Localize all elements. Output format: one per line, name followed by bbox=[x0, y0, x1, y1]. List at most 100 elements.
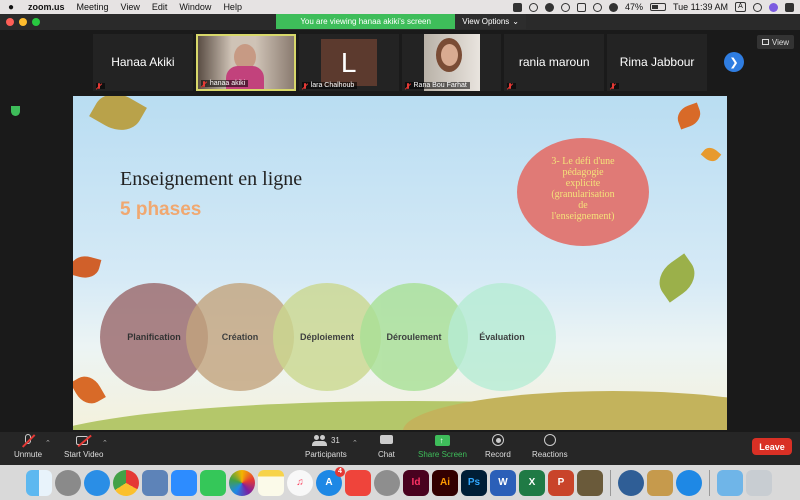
macos-menu-bar: ● zoom.us Meeting View Edit Window Help … bbox=[0, 0, 800, 14]
notes-icon[interactable] bbox=[258, 469, 284, 496]
phase-label: Évaluation bbox=[479, 332, 525, 342]
launchpad-icon[interactable] bbox=[55, 469, 81, 496]
battery-icon[interactable] bbox=[649, 3, 666, 11]
indesign-icon[interactable]: Id bbox=[403, 469, 429, 496]
participant-tile[interactable]: Rana Bou Farhat bbox=[401, 34, 502, 91]
participant-tile[interactable]: Hanaa Akiki bbox=[93, 34, 193, 91]
photoshop-icon[interactable]: Ps bbox=[461, 469, 487, 496]
grid-view-icon bbox=[761, 39, 769, 45]
participants-label: Participants bbox=[305, 450, 347, 459]
autumn-leaf-decoration bbox=[73, 371, 106, 409]
photos-icon[interactable] bbox=[229, 469, 255, 496]
meeting-toolbar: Unmute ⌃ Start Video ⌃ 31 Participants ⌃ bbox=[0, 432, 800, 465]
phase-circle-evaluation: Évaluation bbox=[448, 283, 556, 391]
apple-menu-icon[interactable]: ● bbox=[7, 1, 15, 13]
menu-view[interactable]: View bbox=[120, 2, 140, 12]
accessibility-icon[interactable] bbox=[676, 469, 702, 496]
participants-options-chevron-icon[interactable]: ⌃ bbox=[352, 440, 358, 447]
menu-edit[interactable]: Edit bbox=[151, 2, 168, 12]
finder-icon[interactable] bbox=[26, 469, 52, 496]
notification-center-icon[interactable] bbox=[785, 2, 794, 12]
music-icon[interactable]: ♫ bbox=[287, 469, 313, 496]
unmute-label: Unmute bbox=[14, 450, 43, 459]
encryption-shield-icon[interactable] bbox=[11, 106, 20, 116]
view-options-label: View Options bbox=[462, 17, 510, 26]
time-machine-icon[interactable] bbox=[560, 2, 570, 12]
clock[interactable]: Tue 11:39 AM bbox=[672, 2, 728, 12]
airplay-icon[interactable] bbox=[576, 2, 586, 12]
start-video-button[interactable]: Start Video bbox=[64, 434, 103, 459]
wifi-icon[interactable] bbox=[608, 2, 618, 12]
phase-label: Déroulement bbox=[386, 332, 442, 342]
trash-icon[interactable] bbox=[746, 469, 772, 496]
archive-utility-icon[interactable] bbox=[647, 469, 673, 496]
participant-tile-active-speaker[interactable]: hanaa akiki bbox=[195, 34, 296, 91]
mic-muted-icon bbox=[201, 80, 207, 87]
record-button[interactable]: Record bbox=[485, 434, 511, 459]
callout-line: (granularisation bbox=[551, 189, 615, 200]
screen-share-banner-text: You are viewing hanaa akiki's screen bbox=[300, 17, 431, 26]
spotlight-icon[interactable] bbox=[753, 2, 762, 12]
word-icon[interactable]: W bbox=[490, 469, 516, 496]
chevron-down-icon: ⌄ bbox=[512, 17, 519, 26]
view-button[interactable]: View bbox=[757, 35, 794, 49]
participants-count: 31 bbox=[330, 436, 340, 445]
downloads-folder-icon[interactable] bbox=[717, 469, 743, 496]
fullscreen-window-icon[interactable] bbox=[32, 18, 40, 26]
participant-tile[interactable]: Rima Jabbour bbox=[607, 34, 707, 91]
participant-avatar: L bbox=[320, 39, 377, 86]
excel-icon[interactable]: X bbox=[519, 469, 545, 496]
menu-help[interactable]: Help bbox=[223, 2, 242, 12]
vpn-icon[interactable] bbox=[544, 2, 554, 12]
close-window-icon[interactable] bbox=[6, 18, 14, 26]
chrome-icon[interactable] bbox=[113, 469, 139, 496]
illustrator-icon[interactable]: Ai bbox=[432, 469, 458, 496]
participant-tag bbox=[610, 83, 620, 89]
video-options-chevron-icon[interactable]: ⌃ bbox=[102, 440, 108, 447]
participant-tile[interactable]: L lara Chalhoub bbox=[298, 34, 399, 91]
shared-screen-slide: Enseignement en ligne 5 phases 3- Le déf… bbox=[73, 96, 727, 430]
audio-options-chevron-icon[interactable]: ⌃ bbox=[45, 440, 51, 447]
mic-muted-icon bbox=[405, 82, 411, 89]
participant-tile[interactable]: rania maroun bbox=[504, 34, 605, 91]
bluetooth-icon[interactable] bbox=[592, 2, 602, 12]
phase-label: Création bbox=[221, 332, 259, 342]
view-options-button[interactable]: View Options ⌄ bbox=[455, 14, 526, 29]
powerpoint-icon[interactable]: P bbox=[548, 469, 574, 496]
leave-meeting-button[interactable]: Leave bbox=[752, 438, 792, 455]
next-page-button[interactable]: ❯ bbox=[724, 52, 744, 72]
mic-muted-icon bbox=[20, 434, 36, 448]
zoom-status-icon[interactable] bbox=[512, 2, 522, 12]
participant-tag: Rana Bou Farhat bbox=[404, 82, 470, 89]
quicktime-icon[interactable] bbox=[618, 469, 644, 496]
menu-meeting[interactable]: Meeting bbox=[76, 2, 109, 12]
dock-separator bbox=[610, 469, 611, 496]
record-icon bbox=[490, 434, 506, 447]
participant-name: rania maroun bbox=[518, 55, 590, 69]
mic-muted-icon bbox=[96, 83, 102, 89]
reactions-button[interactable]: Reactions bbox=[532, 434, 568, 459]
participants-button[interactable]: 31 Participants bbox=[305, 434, 347, 459]
facetime-icon[interactable] bbox=[200, 469, 226, 496]
share-screen-button[interactable]: ↑ Share Screen bbox=[418, 434, 467, 459]
input-source-icon[interactable]: A bbox=[735, 2, 746, 12]
chat-button[interactable]: Chat bbox=[378, 434, 395, 459]
anydesk-icon[interactable] bbox=[345, 469, 371, 496]
siri-icon[interactable] bbox=[769, 2, 778, 12]
start-video-label: Start Video bbox=[64, 450, 104, 459]
minimize-window-icon[interactable] bbox=[19, 18, 27, 26]
game-app-icon[interactable] bbox=[577, 469, 603, 496]
system-preferences-icon[interactable] bbox=[374, 469, 400, 496]
safari-icon[interactable] bbox=[84, 469, 110, 496]
participant-label: hanaa akiki bbox=[209, 80, 246, 87]
menu-app-name[interactable]: zoom.us bbox=[28, 2, 65, 12]
menu-window[interactable]: Window bbox=[179, 2, 212, 12]
mic-muted-icon bbox=[610, 83, 616, 89]
sync-icon[interactable] bbox=[528, 2, 538, 12]
zoom-icon[interactable] bbox=[171, 469, 197, 496]
mic-muted-icon bbox=[302, 82, 308, 89]
preview-icon[interactable] bbox=[142, 469, 168, 496]
dock-separator bbox=[709, 469, 710, 496]
unmute-button[interactable]: Unmute bbox=[14, 434, 42, 459]
